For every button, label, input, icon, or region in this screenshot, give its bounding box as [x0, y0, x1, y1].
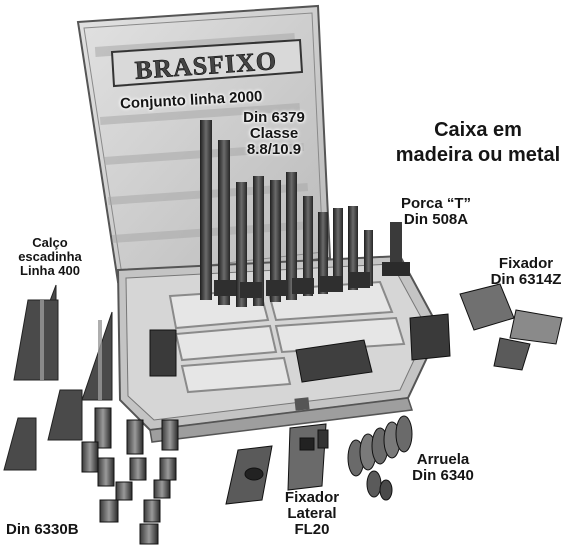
fixer-line-2: Din 6314Z [490, 271, 562, 289]
lateral-line-3: FL20 [294, 521, 330, 539]
step-block-label: Calço escadinha Linha 400 [4, 235, 96, 279]
step-blocks [3, 284, 113, 471]
brand-plate: BRASFIXO [110, 38, 304, 88]
lateral-fixer [225, 423, 329, 505]
fixer-label: Fixador Din 6314Z [478, 255, 574, 289]
box-label: Caixa em madeira ou metal [380, 118, 576, 168]
case-body [116, 254, 442, 443]
lateral-line-2: Lateral [287, 505, 337, 523]
step-block-line-2: escadinha [18, 249, 82, 265]
washers [347, 415, 413, 501]
bolts-group [200, 120, 410, 307]
fixer-clamps [149, 283, 563, 383]
coupling-nuts [81, 407, 179, 545]
washer-line-1: Arruela [416, 451, 470, 468]
lateral-fixer-label: Fixador Lateral FL20 [266, 489, 358, 539]
washer-line-2: Din 6340 [412, 467, 474, 485]
t-nut-line-2: Din 508A [403, 211, 469, 229]
lateral-line-1: Fixador [284, 489, 340, 506]
nuts-text: Din 6330B [6, 521, 79, 538]
bolts-line-2: Classe [249, 125, 299, 143]
box-line-2: madeira ou metal [395, 144, 561, 166]
washer-label: Arruela Din 6340 [398, 451, 488, 485]
t-nut-label: Porca “T” Din 508A [386, 195, 486, 229]
step-block-line-1: Calço [32, 235, 68, 250]
brand-logo: BRASFIXO [134, 46, 278, 85]
fixer-line-1: Fixador [498, 255, 554, 272]
bolts-label: Din 6379 Classe 8.8/10.9 [230, 109, 318, 159]
box-line-1: Caixa em [434, 119, 522, 141]
nuts-label: Din 6330B [6, 521, 102, 538]
bolts-line-1: Din 6379 [243, 109, 305, 126]
t-nut-line-1: Porca “T” [400, 195, 472, 212]
step-block-line-3: Linha 400 [20, 263, 80, 279]
bolts-line-3: 8.8/10.9 [246, 141, 302, 159]
